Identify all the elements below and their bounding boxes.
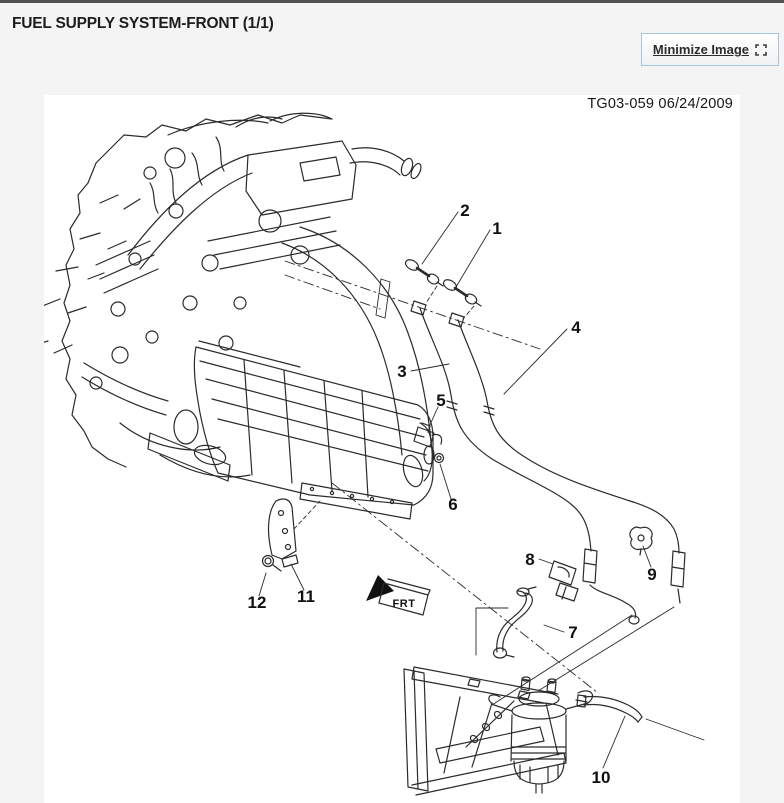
callout-7-label: 7	[568, 623, 577, 642]
callout-leader-lines	[258, 211, 652, 769]
bolt-1	[442, 279, 482, 320]
callout-8-label: 8	[525, 550, 534, 569]
callout-12-label: 12	[248, 593, 267, 612]
callout-labels: 1 2 3 4 5 6 7 8 9 10 11 12	[248, 201, 657, 787]
bolt-2	[404, 259, 444, 304]
fuel-line-3	[410, 300, 640, 625]
doc-number: TG03-059 06/24/2009	[587, 96, 733, 112]
grommet-6	[433, 452, 445, 464]
callout-2-label: 2	[460, 201, 469, 220]
hose-10	[575, 694, 705, 741]
callout-4-label: 4	[571, 318, 581, 337]
frt-label: FRT	[393, 598, 416, 610]
callout-6-label: 6	[448, 495, 457, 514]
bolt-12	[261, 554, 282, 572]
fuel-filter-assembly	[403, 606, 675, 796]
callout-9-label: 9	[647, 565, 656, 584]
page-title: FUEL SUPPLY SYSTEM-FRONT (1/1)	[12, 15, 274, 32]
fullscreen-corners-icon	[755, 43, 767, 56]
minimize-image-label: Minimize Image	[652, 42, 749, 57]
callout-1-label: 1	[492, 219, 501, 238]
callout-10-label: 10	[592, 768, 611, 787]
callout-11-label: 11	[297, 587, 315, 606]
frt-direction-arrow: FRT	[366, 575, 431, 616]
callout-3-label: 3	[397, 362, 406, 381]
diagram-panel: TG03-059 06/24/2009	[44, 95, 740, 803]
clip-9	[629, 526, 653, 556]
clip-8	[548, 560, 579, 602]
bracket-11	[267, 498, 299, 568]
sensor-5	[413, 422, 443, 448]
hose-7	[475, 586, 537, 659]
engine-drawing	[44, 112, 433, 488]
fuel-line-4	[448, 312, 686, 604]
fuel-system-diagram: FRT	[44, 112, 705, 796]
transmission-drawing	[193, 340, 435, 520]
callout-5-label: 5	[436, 391, 445, 410]
minimize-image-button[interactable]: Minimize Image	[640, 33, 779, 66]
reference-lines	[284, 260, 599, 694]
